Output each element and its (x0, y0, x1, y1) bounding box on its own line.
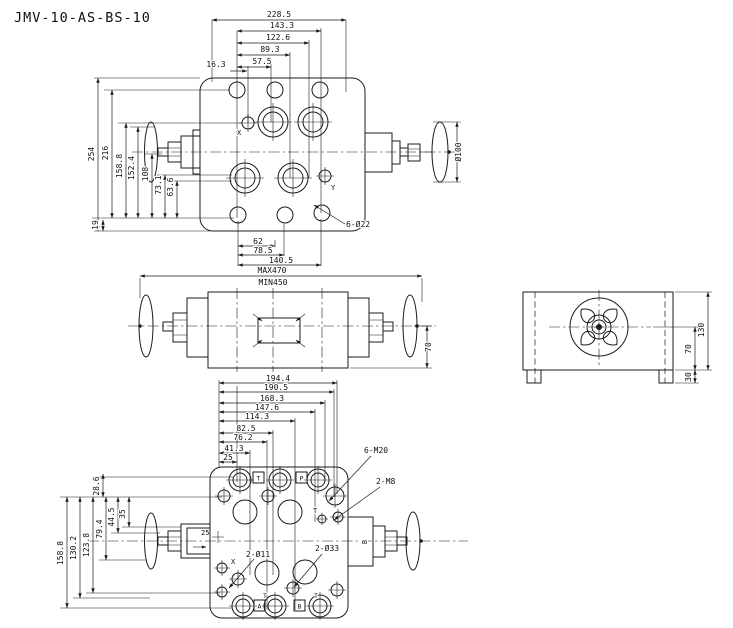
bottom-left-handwheel (144, 512, 211, 570)
dim: 228.5 (267, 10, 291, 19)
dim: 122.6 (266, 33, 290, 42)
dim: 194.4 (266, 374, 290, 383)
dim: 190.5 (264, 383, 288, 392)
note-d33: 2-Ø33 (315, 543, 339, 553)
center-dim: 25 (201, 529, 209, 537)
label-x: X (231, 558, 236, 566)
dim: 254 (87, 147, 96, 162)
dim: 70 (424, 342, 433, 352)
dim: 158.8 (56, 541, 65, 565)
port-box-a: A (258, 603, 262, 611)
dim: 78.5 (253, 246, 272, 255)
dim: 62 (253, 237, 263, 246)
top-view: X Y (86, 9, 464, 267)
dim: 114.3 (245, 412, 269, 421)
len-max: MAX470 (258, 266, 287, 275)
dim: 89.3 (260, 45, 279, 54)
drawing-title: JMV-10-AS-BS-10 (14, 10, 151, 26)
port-label-x: X (237, 129, 242, 137)
dim: 143.3 (270, 21, 294, 30)
note-m20: 6-M20 (364, 446, 388, 455)
side-view-dimensions: 130 70 30 (653, 291, 712, 384)
dim: 70 (684, 344, 693, 354)
dim: 76.2 (233, 433, 252, 442)
side-view: 130 70 30 (522, 290, 712, 384)
dim: 35 (118, 509, 127, 519)
dim: 147.6 (255, 403, 279, 412)
label-b-side: B (361, 540, 369, 544)
dim: 130 (697, 323, 706, 338)
dim: 73.1 (154, 175, 163, 194)
dim: 41.3 (224, 444, 243, 453)
port-label-t: T (313, 507, 318, 515)
bottom-right-handwheel: B (347, 511, 423, 571)
side-view-body (522, 290, 674, 384)
side-handwheel (569, 297, 629, 357)
nameplate (257, 317, 301, 344)
bottom-view-dimensions: 194.4 190.5 168.3 147.6 114.3 82.5 76.2 … (55, 373, 338, 609)
dim: 79.4 (95, 519, 104, 538)
dim: 57.5 (252, 57, 271, 66)
port-box-p: P (300, 475, 304, 483)
dim: 19 (91, 220, 100, 230)
dim: 216 (101, 146, 110, 161)
dim: 44.5 (107, 507, 116, 526)
top-view-body: X Y (132, 20, 462, 232)
note-d11: 2-Ø11 (246, 549, 270, 559)
dim: 25 (223, 453, 233, 462)
dim: 28.6 (92, 476, 101, 495)
front-view: MAX470 MIN450 70 (128, 265, 436, 372)
note-m8: 2-M8 (376, 477, 395, 486)
bottom-view-body: T P T A B T T X 25 (88, 380, 468, 621)
dim: 82.5 (236, 424, 255, 433)
dim: 123.8 (82, 533, 91, 557)
dim: 63.6 (166, 177, 175, 196)
dim: 16.3 (206, 60, 225, 69)
wheel-dia-dim: Ø100 (453, 142, 463, 161)
port-box-t: T (257, 475, 261, 483)
dim: 130.2 (69, 536, 78, 560)
label-t-br: T (314, 592, 318, 600)
front-view-body (128, 288, 436, 372)
port-label-y: Y (331, 184, 336, 192)
len-min: MIN450 (259, 278, 288, 287)
dim: 108 (141, 167, 150, 182)
dim: 30 (684, 372, 693, 382)
bottom-view: T P T A B T T X 25 (55, 373, 468, 621)
hole-note: 6-Ø22 (346, 219, 370, 229)
dim: 152.4 (127, 156, 136, 180)
dim: 168.3 (260, 394, 284, 403)
top-view-dimensions: 228.5 143.3 122.6 89.3 57.5 16.3 254 216… (86, 9, 464, 267)
port-box-b: B (298, 603, 302, 611)
dim: 140.5 (269, 256, 293, 265)
top-right-handwheel (364, 121, 451, 183)
label-t-bl: T (263, 592, 267, 600)
dim: 158.8 (115, 154, 124, 178)
front-view-dimensions: MAX470 MIN450 70 (139, 265, 434, 369)
